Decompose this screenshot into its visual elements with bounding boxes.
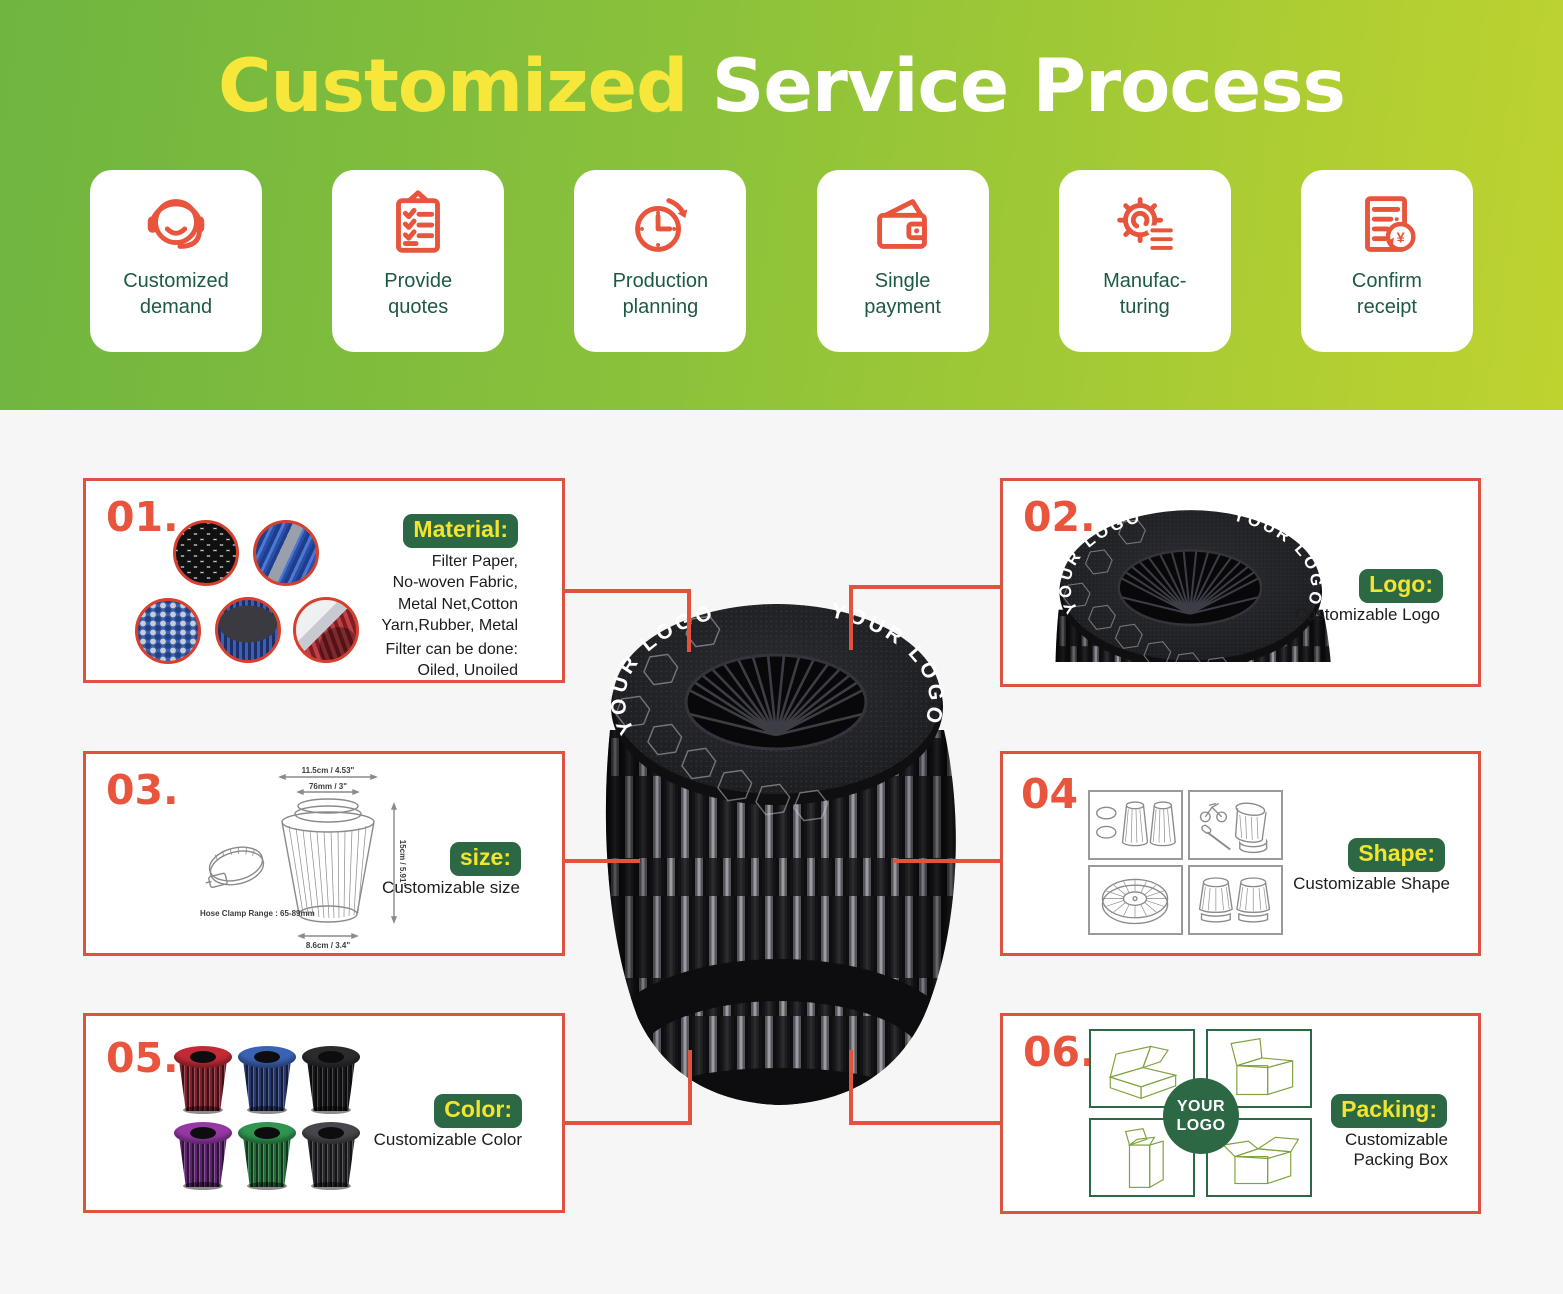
step-label: Customized demand xyxy=(123,270,229,318)
color-cone-photos xyxy=(174,1046,366,1190)
material-photo-cone xyxy=(293,597,359,663)
material-list: Filter Paper, No-woven Fabric, Metal Net… xyxy=(381,553,518,634)
shape-description: Customizable Shape xyxy=(1293,874,1450,893)
page-title: Customized Service Process xyxy=(0,44,1563,129)
svg-text:¥: ¥ xyxy=(1397,231,1406,247)
step-label: Production planning xyxy=(612,270,709,318)
material-photo-metal-net xyxy=(173,520,239,586)
step-card-production-planning: Production planning xyxy=(574,170,747,352)
packing-label: Packing: xyxy=(1331,1094,1447,1128)
shape-photo-round-cleaner xyxy=(1088,865,1183,935)
gear-document-icon xyxy=(1116,197,1176,253)
step-card-customized-demand: Customized demand xyxy=(90,170,262,352)
cone-blue xyxy=(238,1046,296,1114)
section-number: 04 xyxy=(1021,770,1079,818)
material-label: Material: xyxy=(403,514,518,548)
color-description: Customizable Color xyxy=(373,1130,522,1149)
svg-text:76mm / 3": 76mm / 3" xyxy=(309,782,347,791)
logo-label: Logo: xyxy=(1359,569,1443,603)
size-description: Customizable size xyxy=(382,878,520,897)
section-number: 05. xyxy=(106,1034,179,1082)
title-highlight: Customized xyxy=(217,44,688,129)
section-size: 03. xyxy=(83,751,565,956)
clipboard-checklist-icon xyxy=(396,190,441,253)
section-color: 05. Color: Customizable Color xyxy=(83,1013,565,1213)
svg-text:Hose Clamp Range : 65-89mm: Hose Clamp Range : 65-89mm xyxy=(200,909,315,918)
step-card-confirm-receipt: ¥ Confirm receipt xyxy=(1300,170,1473,352)
shape-photo-short-cones xyxy=(1188,865,1283,935)
size-label: size: xyxy=(449,842,521,876)
shape-photo-tall-cones xyxy=(1088,790,1183,860)
shape-label: Shape: xyxy=(1348,838,1445,872)
material-photo-fabric xyxy=(135,598,201,664)
packing-description: Customizable Packing Box xyxy=(1345,1130,1448,1169)
step-label: Manufac- turing xyxy=(1103,270,1187,318)
material-photo-rubber-cap xyxy=(215,597,281,663)
section-logo: 02. Logo: Customizable Logo xyxy=(1000,478,1481,687)
step-label: Provide quotes xyxy=(384,270,453,318)
logo-description: Customizable Logo xyxy=(1294,605,1440,624)
material-note: Filter can be done: Oiled, Unoiled xyxy=(385,641,518,680)
packing-your-logo-badge: YOUR LOGO xyxy=(1163,1078,1239,1154)
process-steps: Customized demand Provide xyxy=(90,170,1473,352)
svg-text:8.6cm / 3.4": 8.6cm / 3.4" xyxy=(306,941,350,950)
step-card-provide-quotes: Provide quotes xyxy=(332,170,505,352)
section-packing: 06. xyxy=(1000,1013,1481,1214)
packing-thumbnails xyxy=(1089,1029,1312,1197)
step-label: Confirm receipt xyxy=(1351,270,1422,318)
step-card-single-payment: Single payment xyxy=(816,170,989,352)
logo-closeup-photo xyxy=(1051,507,1351,662)
cone-green xyxy=(238,1122,296,1190)
section-number: 06. xyxy=(1023,1028,1096,1076)
product-air-filter-image xyxy=(580,580,1000,1120)
step-card-manufacturing: Manufac- turing xyxy=(1058,170,1231,352)
section-number: 02. xyxy=(1023,493,1096,541)
section-number: 01. xyxy=(106,493,179,541)
cone-purple xyxy=(174,1122,232,1190)
section-shape: 04 xyxy=(1000,751,1481,956)
step-label: Single payment xyxy=(864,270,941,318)
svg-text:15cm / 5.91": 15cm / 5.91" xyxy=(398,840,407,887)
shape-photo-moto-cone xyxy=(1188,790,1283,860)
section-material: 01. Material: Filter Paper, No-woven Fab… xyxy=(83,478,565,683)
receipt-yen-icon: ¥ xyxy=(1365,196,1416,252)
title-rest: Service Process xyxy=(687,44,1346,129)
section-number: 03. xyxy=(106,766,179,814)
color-label: Color: xyxy=(434,1094,522,1128)
cone-carbon xyxy=(302,1122,360,1190)
cone-red xyxy=(174,1046,232,1114)
wallet-icon xyxy=(876,199,927,249)
cone-black xyxy=(302,1046,360,1114)
shape-thumbnails xyxy=(1088,790,1283,935)
size-technical-drawing: 11.5cm / 4.53" 76mm / 3" 15cm / 5.91" 8.… xyxy=(200,766,407,950)
banner: Customized Service Process Customized de… xyxy=(0,0,1563,410)
svg-text:11.5cm / 4.53": 11.5cm / 4.53" xyxy=(302,766,355,775)
clock-deadline-icon xyxy=(635,198,688,252)
headset-agent-icon xyxy=(147,199,205,249)
material-photo-filter-paper xyxy=(253,520,319,586)
